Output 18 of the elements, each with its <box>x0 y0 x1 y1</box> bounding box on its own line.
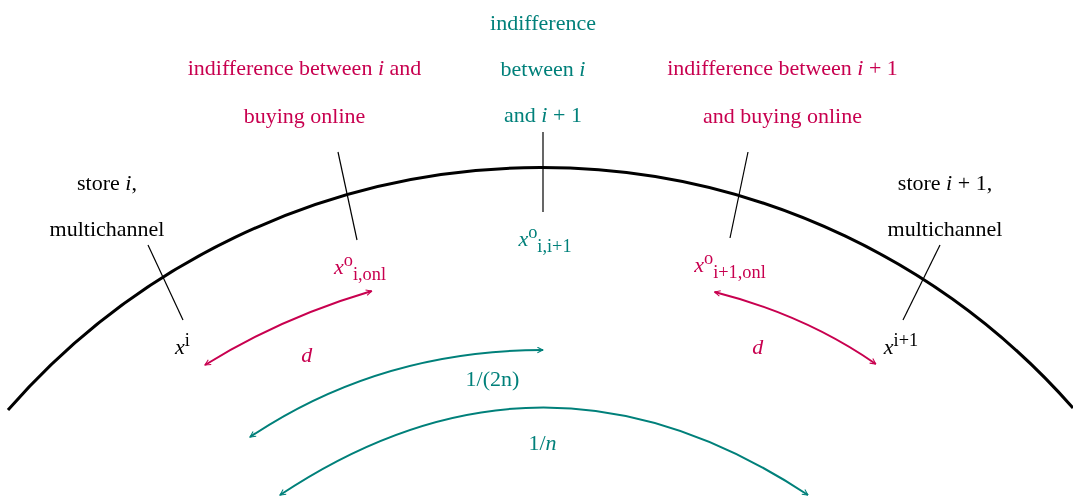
measure-label: 1/(2n) <box>464 366 521 392</box>
leader-line <box>542 131 544 213</box>
edge-label: d <box>751 334 765 360</box>
leader-line <box>337 151 358 241</box>
annotation-text: store i + 1, multichannel <box>886 169 1004 243</box>
point-label: x$^{i}$ <box>175 329 190 362</box>
annotation-text: indifference between i and i + 1 <box>489 9 597 129</box>
annotation-text: indifference between i + 1 and buying online <box>666 54 899 130</box>
distance-arrow <box>204 289 373 366</box>
edge-label: d <box>300 342 314 368</box>
leader-line <box>902 244 941 321</box>
point-label: x$^{i+1}$ <box>883 329 919 362</box>
annotation-text: indifference between i and buying online <box>186 54 423 130</box>
leader-line <box>729 151 749 239</box>
leader-line <box>147 244 184 321</box>
distance-arrow <box>713 290 877 365</box>
annotation-text: store i, multichannel <box>48 169 166 243</box>
measure-label: 1/n <box>527 430 558 456</box>
